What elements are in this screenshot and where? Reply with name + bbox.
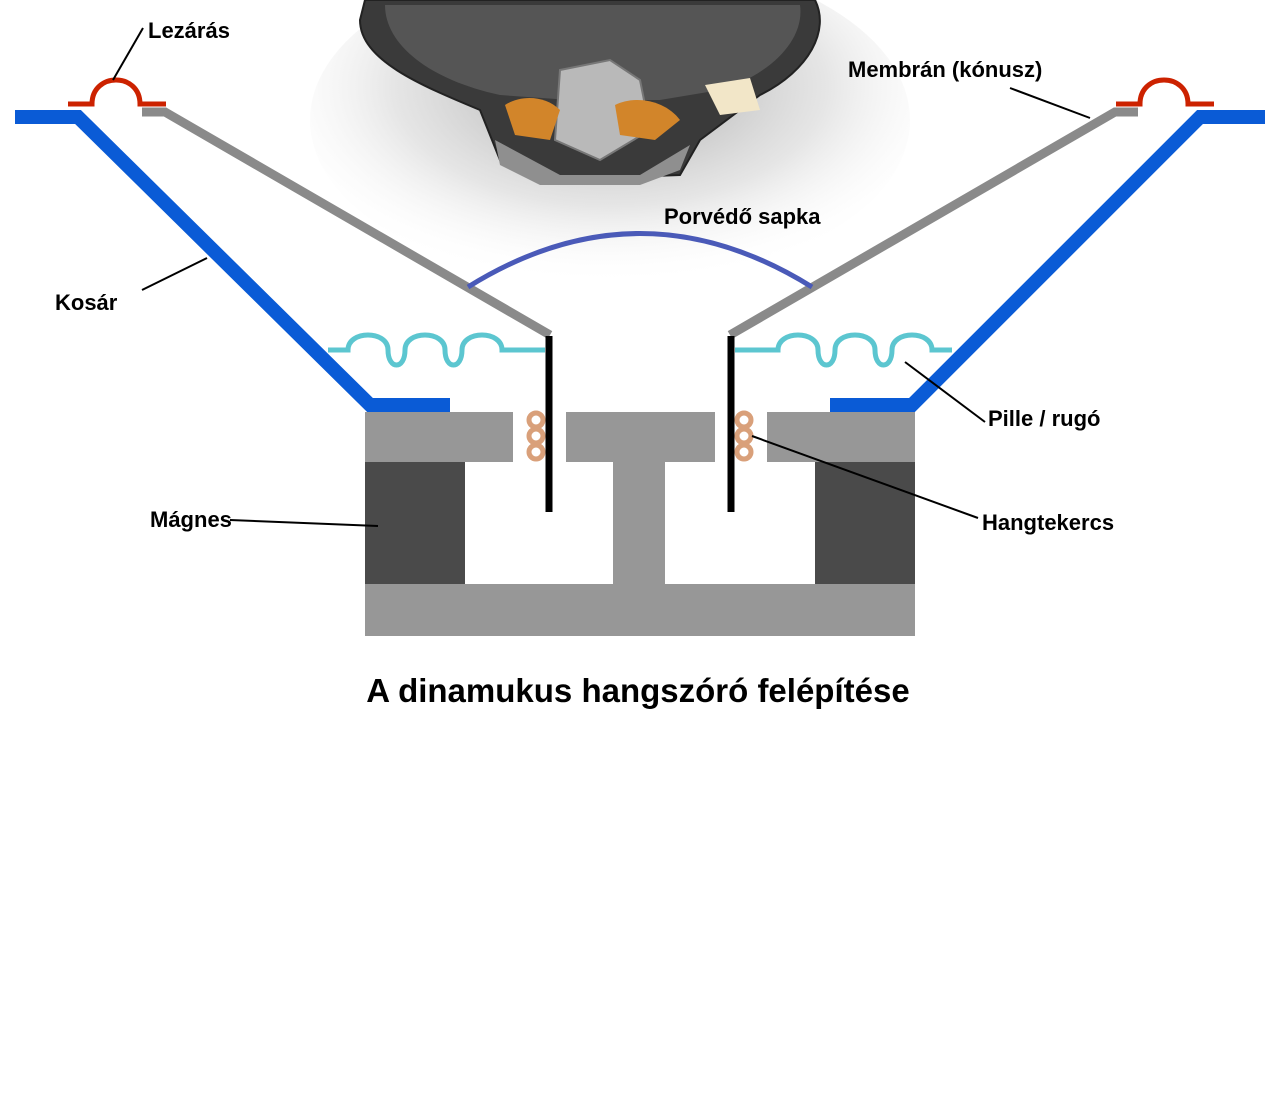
- basket-right: [830, 110, 1265, 412]
- magnet-right: [815, 462, 915, 584]
- cone: [142, 107, 1138, 339]
- coil-winding-left-2: [526, 426, 546, 446]
- leader-spider: [904, 361, 986, 423]
- coil-winding-right-2: [734, 426, 754, 446]
- cone-right: [727, 107, 1138, 339]
- coil-winding-right-1: [734, 410, 754, 430]
- diagram-title: A dinamukus hangszóró felépítése: [366, 672, 909, 709]
- top-plate-right: [767, 412, 915, 462]
- spider-right: [735, 332, 952, 368]
- dust-cap: [466, 231, 814, 290]
- surround: [68, 77, 1214, 107]
- label-magnet: Mágnes: [150, 507, 232, 532]
- coil-winding-right-3: [734, 442, 754, 462]
- speaker-photo: [310, 0, 910, 285]
- magnet-assembly: [365, 412, 915, 636]
- photo-label: [705, 78, 760, 115]
- pole-piece-stem: [613, 460, 665, 590]
- cone-left: [142, 107, 553, 339]
- leader-cone: [1009, 87, 1091, 119]
- leader-surround: [112, 27, 144, 81]
- spider: [328, 332, 952, 368]
- label-surround: Lezárás: [148, 18, 230, 43]
- photo-coil-right: [615, 100, 680, 140]
- basket: [15, 110, 1265, 412]
- voice-coil: [526, 410, 754, 462]
- top-plate-left: [365, 412, 513, 462]
- coil-winding-left-3: [526, 442, 546, 462]
- label-voice-coil: Hangtekercs: [982, 510, 1114, 535]
- leader-voice-coil: [751, 435, 979, 519]
- spider-left: [328, 332, 545, 368]
- surround-right: [1116, 77, 1214, 107]
- leader-magnet: [229, 519, 379, 527]
- label-cone: Membrán (kónusz): [848, 57, 1042, 82]
- pole-piece-top: [566, 412, 715, 462]
- photo-frame: [495, 140, 690, 185]
- basket-left: [15, 110, 450, 412]
- surround-left: [68, 77, 166, 107]
- label-basket: Kosár: [55, 290, 118, 315]
- label-dust-cap: Porvédő sapka: [664, 204, 821, 229]
- label-spider: Pille / rugó: [988, 406, 1100, 431]
- photo-coil-left: [505, 98, 560, 140]
- leader-basket: [141, 257, 208, 291]
- photo-cone: [385, 5, 801, 100]
- coil-winding-left-1: [526, 410, 546, 430]
- leader-lines: [112, 27, 1091, 527]
- back-plate: [365, 584, 915, 636]
- magnet-left: [365, 462, 465, 584]
